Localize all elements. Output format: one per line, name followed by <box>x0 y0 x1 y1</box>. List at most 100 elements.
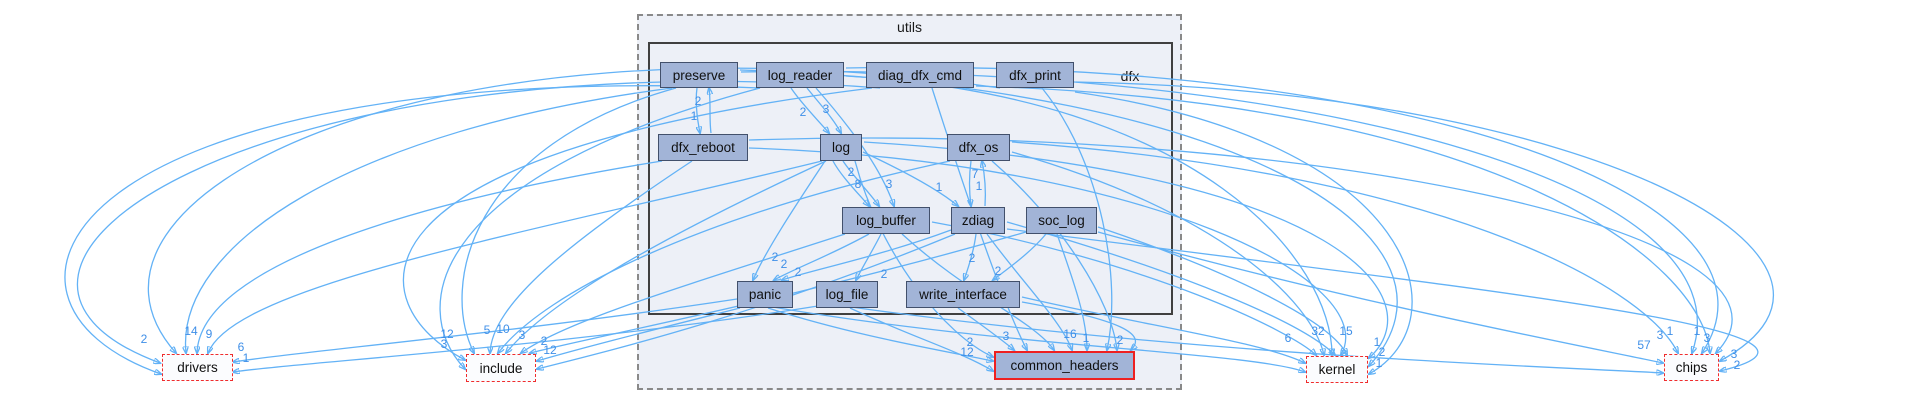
edge-count-label: 5 <box>483 323 491 337</box>
dependency-edge <box>957 307 1014 350</box>
dependency-edge <box>782 229 952 280</box>
dependency-edge <box>1074 91 1413 374</box>
node-include[interactable]: include <box>466 354 536 382</box>
edge-count-label: 12 <box>543 343 557 357</box>
dependency-edge <box>862 151 958 206</box>
edge-count-label: 6 <box>1284 331 1292 345</box>
node-kernel[interactable]: kernel <box>1306 356 1368 383</box>
edge-count-label: 7 <box>971 167 979 181</box>
dependency-edge <box>845 66 1719 353</box>
dependency-edge <box>197 160 663 353</box>
edge-count-label: 1 <box>975 179 983 193</box>
dependency-edge <box>695 87 700 133</box>
edge-count-label: 2 <box>540 334 548 348</box>
dependency-edge <box>76 80 881 363</box>
dependency-edge <box>233 298 738 362</box>
node-log_reader[interactable]: log_reader <box>756 62 844 88</box>
edge-count-label: 10 <box>496 322 510 336</box>
cluster-utils-label: utils <box>897 19 922 35</box>
node-write_interface[interactable]: write_interface <box>906 281 1020 308</box>
edge-count-label: 3 <box>1002 329 1010 343</box>
dependency-edge <box>1075 81 1774 361</box>
dependency-edge <box>186 87 673 353</box>
edge-count-label: 2 <box>966 335 974 349</box>
node-log[interactable]: log <box>820 134 862 161</box>
node-dfx_reboot[interactable]: dfx_reboot <box>658 134 748 161</box>
edge-count-label: 3 <box>885 177 893 191</box>
node-dfx_os[interactable]: dfx_os <box>947 134 1010 161</box>
edge-count-label: 2 <box>694 94 702 108</box>
dependency-edge <box>1097 231 1663 363</box>
dependency-edge <box>991 160 1117 350</box>
dependency-edge <box>1056 233 1087 350</box>
dependency-edge <box>863 141 1389 358</box>
dependency-edge <box>986 233 1072 350</box>
node-log_file[interactable]: log_file <box>816 281 878 308</box>
node-common_headers[interactable]: common_headers <box>994 351 1135 380</box>
dependency-edge <box>748 137 1733 353</box>
dependency-edge <box>964 233 977 280</box>
edge-count-label: 2 <box>847 165 855 179</box>
dependency-edge <box>766 305 1305 372</box>
dependency-edge <box>970 160 972 206</box>
dependency-edge <box>931 87 1027 350</box>
edge-count-label: 16 <box>1063 327 1077 341</box>
edge-count-label: 3 <box>440 337 448 351</box>
dependency-edge <box>931 221 1316 355</box>
dependency-edge <box>856 233 882 280</box>
edge-count-label: 2 <box>1378 345 1386 359</box>
dependency-edge <box>1021 301 1135 350</box>
edge-count-label: 3 <box>1656 328 1664 342</box>
edge-count-label: 14 <box>184 324 198 338</box>
node-soc_log[interactable]: soc_log <box>1026 207 1097 234</box>
dependency-edge <box>402 87 873 360</box>
edge-count-label: 2 <box>968 251 976 265</box>
node-preserve[interactable]: preserve <box>660 62 738 88</box>
dependency-edge <box>982 161 985 207</box>
edge-count-label: 57 <box>1637 338 1651 352</box>
node-diag_dfx_cmd[interactable]: diag_dfx_cmd <box>866 62 974 88</box>
dependency-edge <box>767 307 993 361</box>
edge-count-label: 2 <box>771 250 779 264</box>
dependency-edge <box>1021 296 1305 363</box>
edge-count-label: 12 <box>960 345 974 359</box>
node-log_buffer[interactable]: log_buffer <box>842 207 930 234</box>
edge-count-label: 3 <box>1730 347 1738 361</box>
node-zdiag[interactable]: zdiag <box>951 207 1005 234</box>
node-dfx_print[interactable]: dfx_print <box>996 62 1074 88</box>
node-chips[interactable]: chips <box>1664 354 1719 381</box>
dependency-edge <box>1006 228 1759 371</box>
edge-count-label: 12 <box>440 327 454 341</box>
dependency-edge <box>64 85 761 374</box>
dependency-edge <box>842 160 879 206</box>
dependency-edge <box>740 70 1699 353</box>
edge-count-label: 9 <box>205 327 213 341</box>
edge-count-label: 1 <box>1373 335 1381 349</box>
dependency-edge <box>815 87 894 206</box>
edge-count-label: 6 <box>237 340 245 354</box>
dependency-edge <box>748 147 1346 355</box>
dependency-edge <box>845 75 1332 355</box>
dependency-edge <box>498 160 951 353</box>
dependency-edge <box>790 87 829 133</box>
edge-count-label: 1 <box>1666 324 1674 338</box>
dependency-edge <box>439 87 761 369</box>
edge-count-label: 2 <box>140 332 148 346</box>
edge-count-label: 32 <box>1311 324 1325 338</box>
edge-count-label: 2 <box>794 265 802 279</box>
node-panic[interactable]: panic <box>737 281 793 308</box>
edge-count-label: 2 <box>799 105 807 119</box>
dependency-edge <box>709 88 711 134</box>
edge-count-label: 2 <box>780 257 788 271</box>
dependency-edge <box>521 233 846 353</box>
node-drivers[interactable]: drivers <box>162 354 233 381</box>
dependency-edge <box>1011 141 1678 353</box>
edge-count-label: 1 <box>1082 331 1090 345</box>
edge-count-label: 1 <box>690 109 698 123</box>
dependency-edge <box>993 233 1047 280</box>
edge-count-label: 3 <box>822 102 830 116</box>
dependency-edge <box>849 307 993 371</box>
edge-count-label: 1 <box>1375 356 1383 370</box>
dependency-edge <box>537 307 741 361</box>
